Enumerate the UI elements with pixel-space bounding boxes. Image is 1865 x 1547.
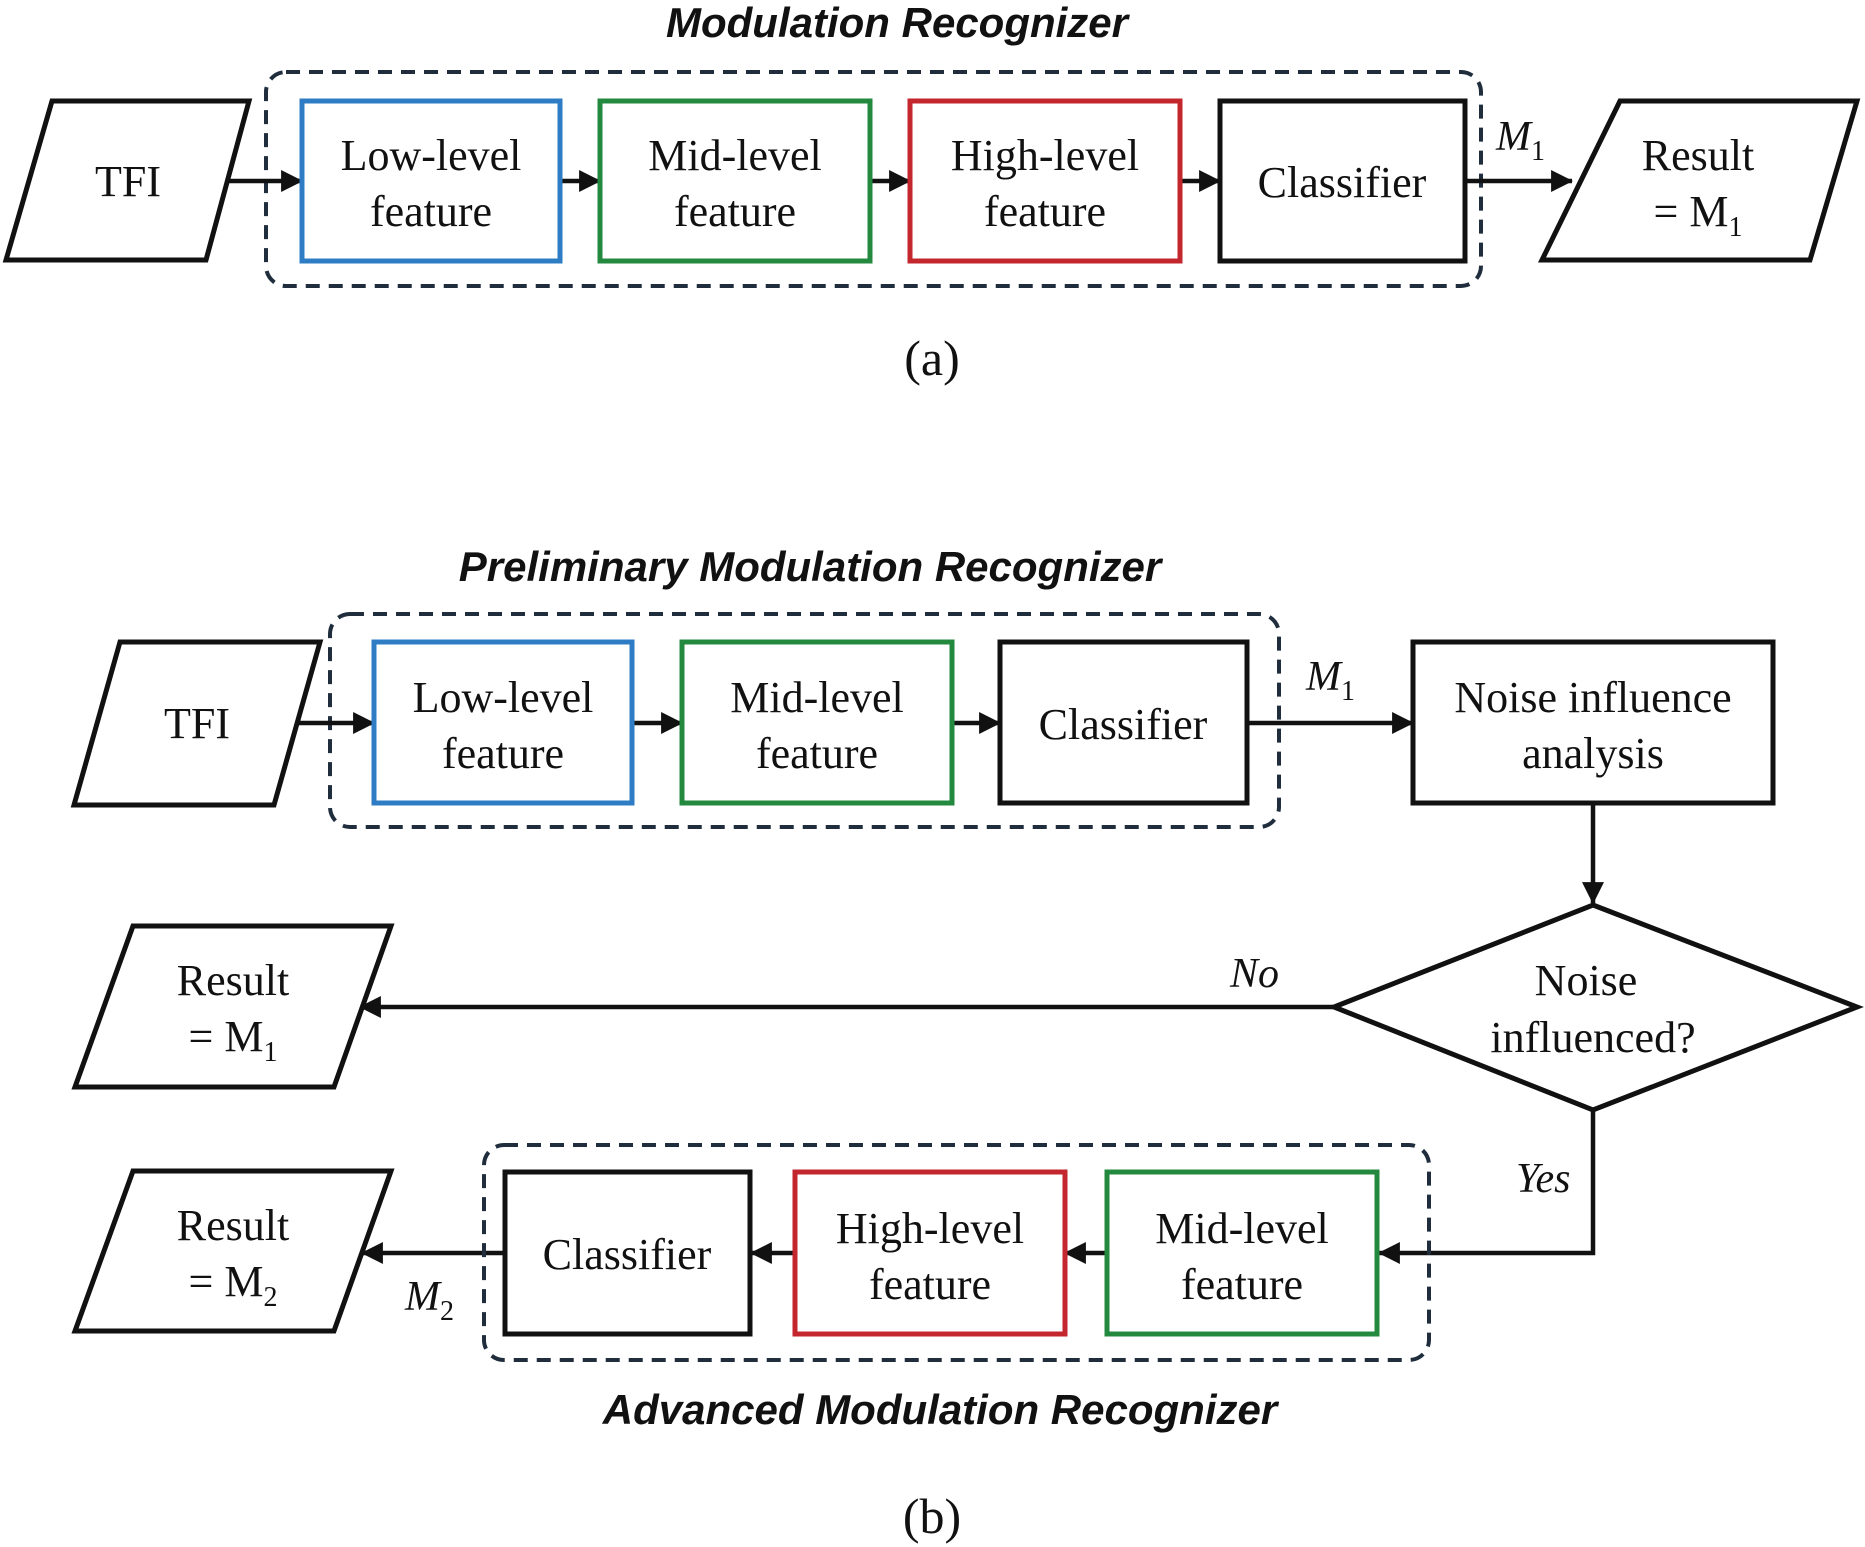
advanced-recognizer-group (482, 1143, 1431, 1362)
classifier-label-b: Classifier (1039, 700, 1208, 749)
adv-classifier-label: Classifier (543, 1230, 712, 1279)
adv-high-level-feature-node (792, 1169, 1068, 1337)
low-level-line1-b: Low-level (413, 673, 594, 722)
low-level-line2-b: feature (442, 729, 564, 778)
tfi-label-b: TFI (164, 699, 230, 748)
tfi-input-node-b (70, 639, 324, 808)
modulation-recognizer-title: Modulation Recognizer (666, 0, 1131, 46)
classifier-label: Classifier (1258, 158, 1427, 207)
low-level-line2: feature (370, 187, 492, 236)
low-level-feature-node-b (371, 639, 635, 806)
tfi-input-node (2, 98, 253, 263)
high-level-feature-node (907, 98, 1183, 264)
result-m1-node (1537, 98, 1861, 263)
edge-label-m1: M1 (1495, 114, 1545, 167)
mid-level-feature-node (597, 98, 873, 264)
adv-mid-line2: feature (1181, 1260, 1303, 1309)
low-level-feature-node (299, 98, 563, 264)
panel-b: Preliminary Modulation Recognizer TFI Lo… (70, 543, 1864, 1544)
result-m2-node (71, 1168, 395, 1334)
classifier-node-b (997, 639, 1250, 806)
edge-decision-yes (1377, 1110, 1596, 1264)
adv-mid-level-feature-node (1104, 1169, 1380, 1337)
result1-label: Result (177, 956, 289, 1005)
decision-line1: Noise (1535, 956, 1638, 1005)
high-level-line1: High-level (951, 131, 1139, 180)
decision-line2: influenced? (1490, 1013, 1695, 1062)
preliminary-recognizer-group (328, 612, 1281, 829)
noise-analysis-line2: analysis (1522, 729, 1664, 778)
result2-label: Result (177, 1201, 289, 1250)
preliminary-recognizer-title: Preliminary Modulation Recognizer (459, 543, 1164, 590)
result-value: = M1 (1654, 187, 1743, 243)
advanced-recognizer-title: Advanced Modulation Recognizer (602, 1386, 1280, 1433)
edge-label-no: No (1229, 951, 1279, 997)
result2-value: = M2 (189, 1257, 278, 1313)
classifier-node (1217, 98, 1468, 264)
noise-analysis-line1: Noise influence (1454, 673, 1731, 722)
caption-b: (b) (903, 1488, 961, 1544)
mid-level-line2: feature (674, 187, 796, 236)
edge-label-m2: M2 (404, 1274, 454, 1327)
mid-level-line2-b: feature (756, 729, 878, 778)
edge-label-m1-b: M1 (1305, 654, 1355, 707)
mid-level-line1-b: Mid-level (730, 673, 904, 722)
adv-high-line1: High-level (836, 1204, 1024, 1253)
mid-level-line1: Mid-level (648, 131, 822, 180)
noise-influenced-decision-node (1327, 902, 1864, 1113)
caption-a: (a) (904, 330, 960, 386)
panel-a: Modulation Recognizer TFI Low-level feat… (2, 0, 1861, 386)
noise-influence-analysis-node (1410, 639, 1776, 806)
edge-label-yes: Yes (1516, 1156, 1571, 1202)
adv-high-line2: feature (869, 1260, 991, 1309)
adv-classifier-node (502, 1169, 753, 1337)
result1-value: = M1 (189, 1012, 278, 1068)
result-m1-node-b (71, 923, 395, 1090)
adv-mid-line1: Mid-level (1155, 1204, 1329, 1253)
mid-level-feature-node-b (679, 639, 955, 806)
high-level-line2: feature (984, 187, 1106, 236)
low-level-line1: Low-level (341, 131, 522, 180)
tfi-label: TFI (95, 157, 161, 206)
result-label: Result (1642, 131, 1754, 180)
